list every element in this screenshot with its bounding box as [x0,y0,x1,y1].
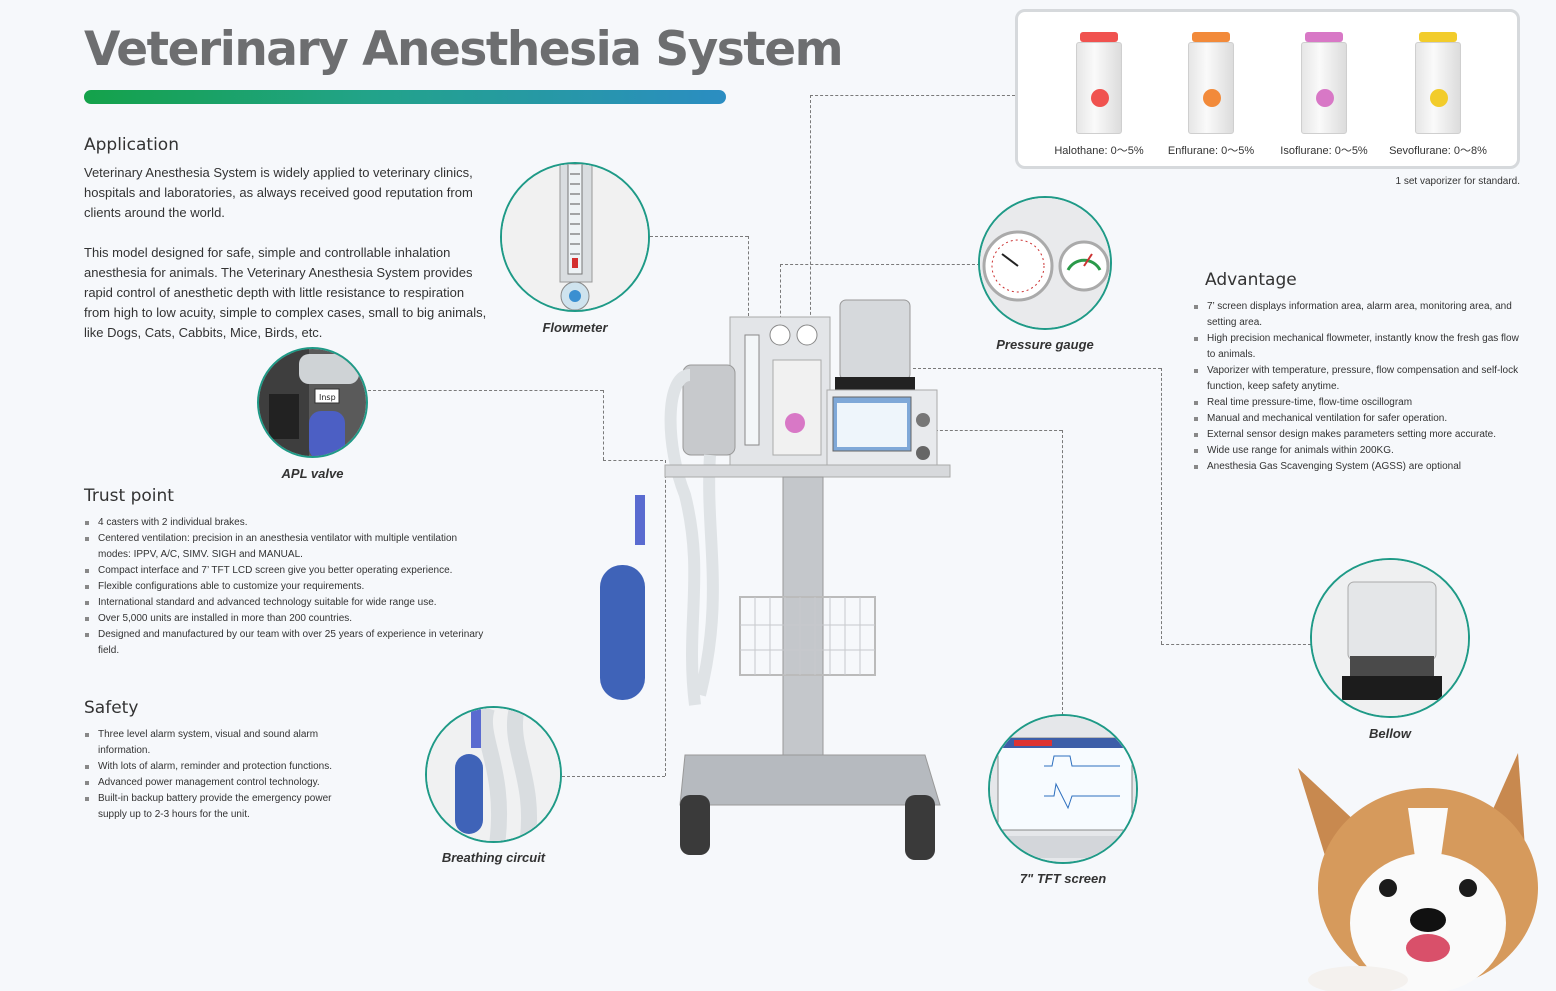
trust-item: Designed and manufactured by our team wi… [84,627,484,659]
vaporizer-cap-icon [1192,32,1230,42]
vaporizer-body-icon [1076,42,1122,134]
trust-heading: Trust point [84,486,174,506]
safety-item: Three level alarm system, visual and sou… [84,727,354,759]
safety-list: Three level alarm system, visual and sou… [84,727,354,823]
advantage-item: Real time pressure-time, flow-time oscil… [1193,395,1523,411]
vaporizer-label: Isoflurane: 0～5% [1280,145,1368,157]
trust-list: 4 casters with 2 individual brakes. Cent… [84,515,484,659]
pressure-gauge-detail-image [978,196,1112,330]
flowmeter-detail-image [500,162,650,312]
breathing-circuit-caption: Breathing circuit [441,850,546,865]
vaporizer-label: Halothane: 0～5% [1054,145,1144,157]
apl-valve-icon: Insp [259,349,366,456]
puppy-image [1298,753,1538,991]
advantage-item: 7’ screen displays information area, ala… [1193,299,1523,331]
application-para-2: This model designed for safe, simple and… [84,245,487,340]
flowmeter-caption: Flowmeter [542,320,608,335]
safety-item: With lots of alarm, reminder and protect… [84,759,354,775]
trust-item: Flexible configurations able to customiz… [84,579,484,595]
advantage-item: High precision mechanical flowmeter, ins… [1193,331,1523,363]
title-gradient-bar [84,90,726,104]
advantage-item: External sensor design makes parameters … [1193,427,1523,443]
page-title: Veterinary Anesthesia System [84,22,844,77]
advantage-item: Manual and mechanical ventilation for sa… [1193,411,1523,427]
vaporizer-body-icon [1415,42,1461,134]
safety-item: Built-in backup battery provide the emer… [84,791,354,823]
vaporizer-isoflurane: Isoflurane: 0～5% [1269,26,1379,158]
vaporizer-note: 1 set vaporizer for standard. [1395,176,1520,187]
advantage-item: Anesthesia Gas Scavenging System (AGSS) … [1193,459,1523,475]
apl-valve-detail-image: Insp [257,347,368,458]
vaporizer-halothane: Halothane: 0～5% [1044,26,1154,158]
tft-screen-caption: 7" TFT screen [1019,871,1107,886]
svg-text:Insp: Insp [319,393,336,402]
advantage-item: Vaporizer with temperature, pressure, fl… [1193,363,1523,395]
apl-valve-caption: APL valve [281,466,344,481]
application-heading: Application [84,135,179,155]
safety-heading: Safety [84,698,139,718]
trust-item: Compact interface and 7’ TFT LCD screen … [84,563,484,579]
vaporizer-cap-icon [1305,32,1343,42]
breathing-circuit-icon [427,708,560,841]
safety-item: Advanced power management control techno… [84,775,354,791]
trust-item: International standard and advanced tech… [84,595,484,611]
breathing-circuit-detail-image [425,706,562,843]
vaporizer-enflurane: Enflurane: 0～5% [1156,26,1266,158]
trust-item: 4 casters with 2 individual brakes. [84,515,484,531]
pressure-gauge-icon [980,198,1110,328]
vaporizer-cap-icon [1419,32,1457,42]
pressure-gauge-caption: Pressure gauge [996,337,1094,352]
tft-screen-icon [990,716,1136,862]
vaporizer-body-icon [1301,42,1347,134]
anesthesia-machine-image [600,299,951,860]
vaporizer-body-icon [1188,42,1234,134]
advantage-list: 7’ screen displays information area, ala… [1193,299,1523,475]
tft-screen-detail-image [988,714,1138,864]
bellow-icon [1312,560,1468,716]
advantage-item: Wide use range for animals within 200KG. [1193,443,1523,459]
application-para-1: Veterinary Anesthesia System is widely a… [84,165,473,220]
flowmeter-icon [502,164,648,310]
vaporizer-label: Enflurane: 0～5% [1167,145,1255,157]
vaporizer-sevoflurane: Sevoflurane: 0～8% [1383,26,1493,158]
vaporizer-cap-icon [1080,32,1118,42]
bellow-detail-image [1310,558,1470,718]
trust-item: Over 5,000 units are installed in more t… [84,611,484,627]
vaporizer-panel: Halothane: 0～5% Enflurane: 0～5% Isoflura… [1015,9,1520,169]
vaporizer-label: Sevoflurane: 0～8% [1389,145,1487,157]
advantage-heading: Advantage [1205,270,1297,290]
bellow-caption: Bellow [1369,726,1411,741]
trust-item: Centered ventilation: precision in an an… [84,531,484,563]
